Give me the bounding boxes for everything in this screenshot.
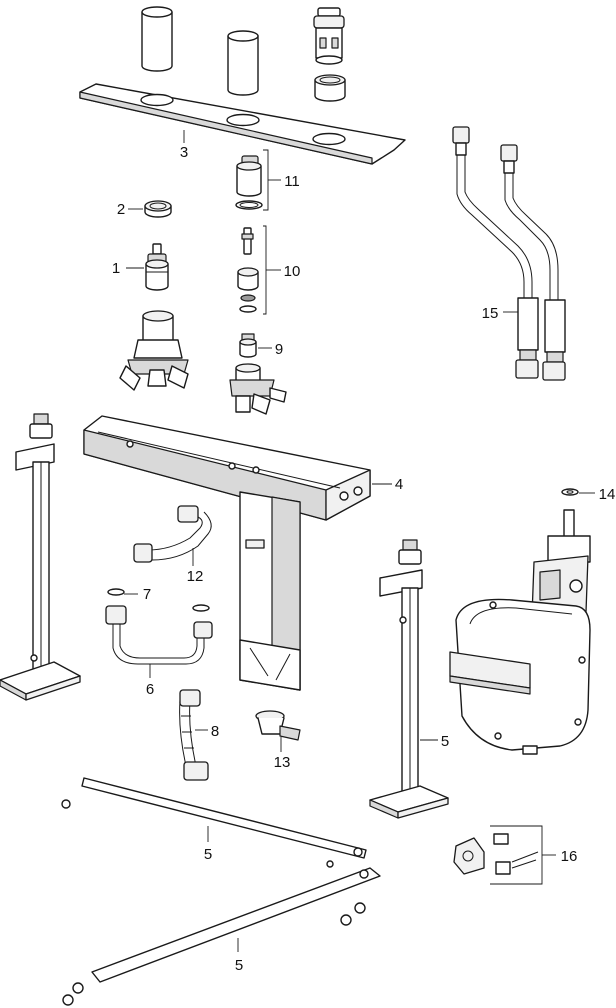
mixing-valve-body-middle [229, 363, 287, 415]
callout-1: 1 [112, 260, 120, 277]
callout-7: 7 [143, 586, 151, 603]
central-column [239, 491, 301, 691]
callout-5-strut-lower: 5 [235, 957, 243, 974]
strut-upper [61, 777, 367, 868]
flex-hose-left [452, 126, 539, 379]
electronic-module [449, 509, 591, 755]
callout-8: 8 [211, 723, 219, 740]
strut-lower [62, 867, 381, 1006]
callout-10: 10 [284, 263, 301, 280]
mixing-valve-body-left [119, 310, 189, 391]
mounting-frame-trough [83, 415, 371, 521]
support-pillar-left [0, 413, 81, 701]
cartridge-11 [235, 155, 263, 210]
ring-sleeve [314, 74, 346, 102]
callout-16: 16 [561, 848, 578, 865]
support-pillar-right [369, 539, 449, 819]
cartridge-9 [239, 333, 257, 358]
nut-2 [144, 200, 172, 218]
callout-13: 13 [274, 754, 291, 771]
connection-pipe-12 [133, 505, 212, 563]
callout-4: 4 [395, 476, 403, 493]
bent-pipe-8 [179, 689, 209, 781]
callout-5-strut-upper: 5 [204, 846, 212, 863]
sensor-cartridge-top [313, 7, 345, 65]
flex-hose-right [500, 144, 566, 381]
callout-15: 15 [482, 305, 499, 322]
spindle-set-10 [237, 227, 259, 313]
callout-14: 14 [599, 486, 616, 503]
washer-14 [561, 488, 579, 496]
callout-2: 2 [117, 201, 125, 218]
mounting-plate [79, 83, 406, 165]
connection-kit-16 [453, 833, 539, 875]
u-pipe-6 [105, 605, 213, 665]
cover-cylinder-middle [227, 30, 259, 96]
callout-12: 12 [187, 568, 204, 585]
seals-7 [107, 588, 210, 612]
callout-3: 3 [180, 144, 188, 161]
callout-11: 11 [284, 173, 300, 190]
callout-6: 6 [146, 681, 154, 698]
drain-fitting-13 [255, 710, 301, 741]
cover-cylinder-left [141, 6, 173, 72]
callout-9: 9 [275, 341, 283, 358]
callout-5-pillar: 5 [441, 733, 449, 750]
valve-cartridge-1 [145, 243, 169, 291]
